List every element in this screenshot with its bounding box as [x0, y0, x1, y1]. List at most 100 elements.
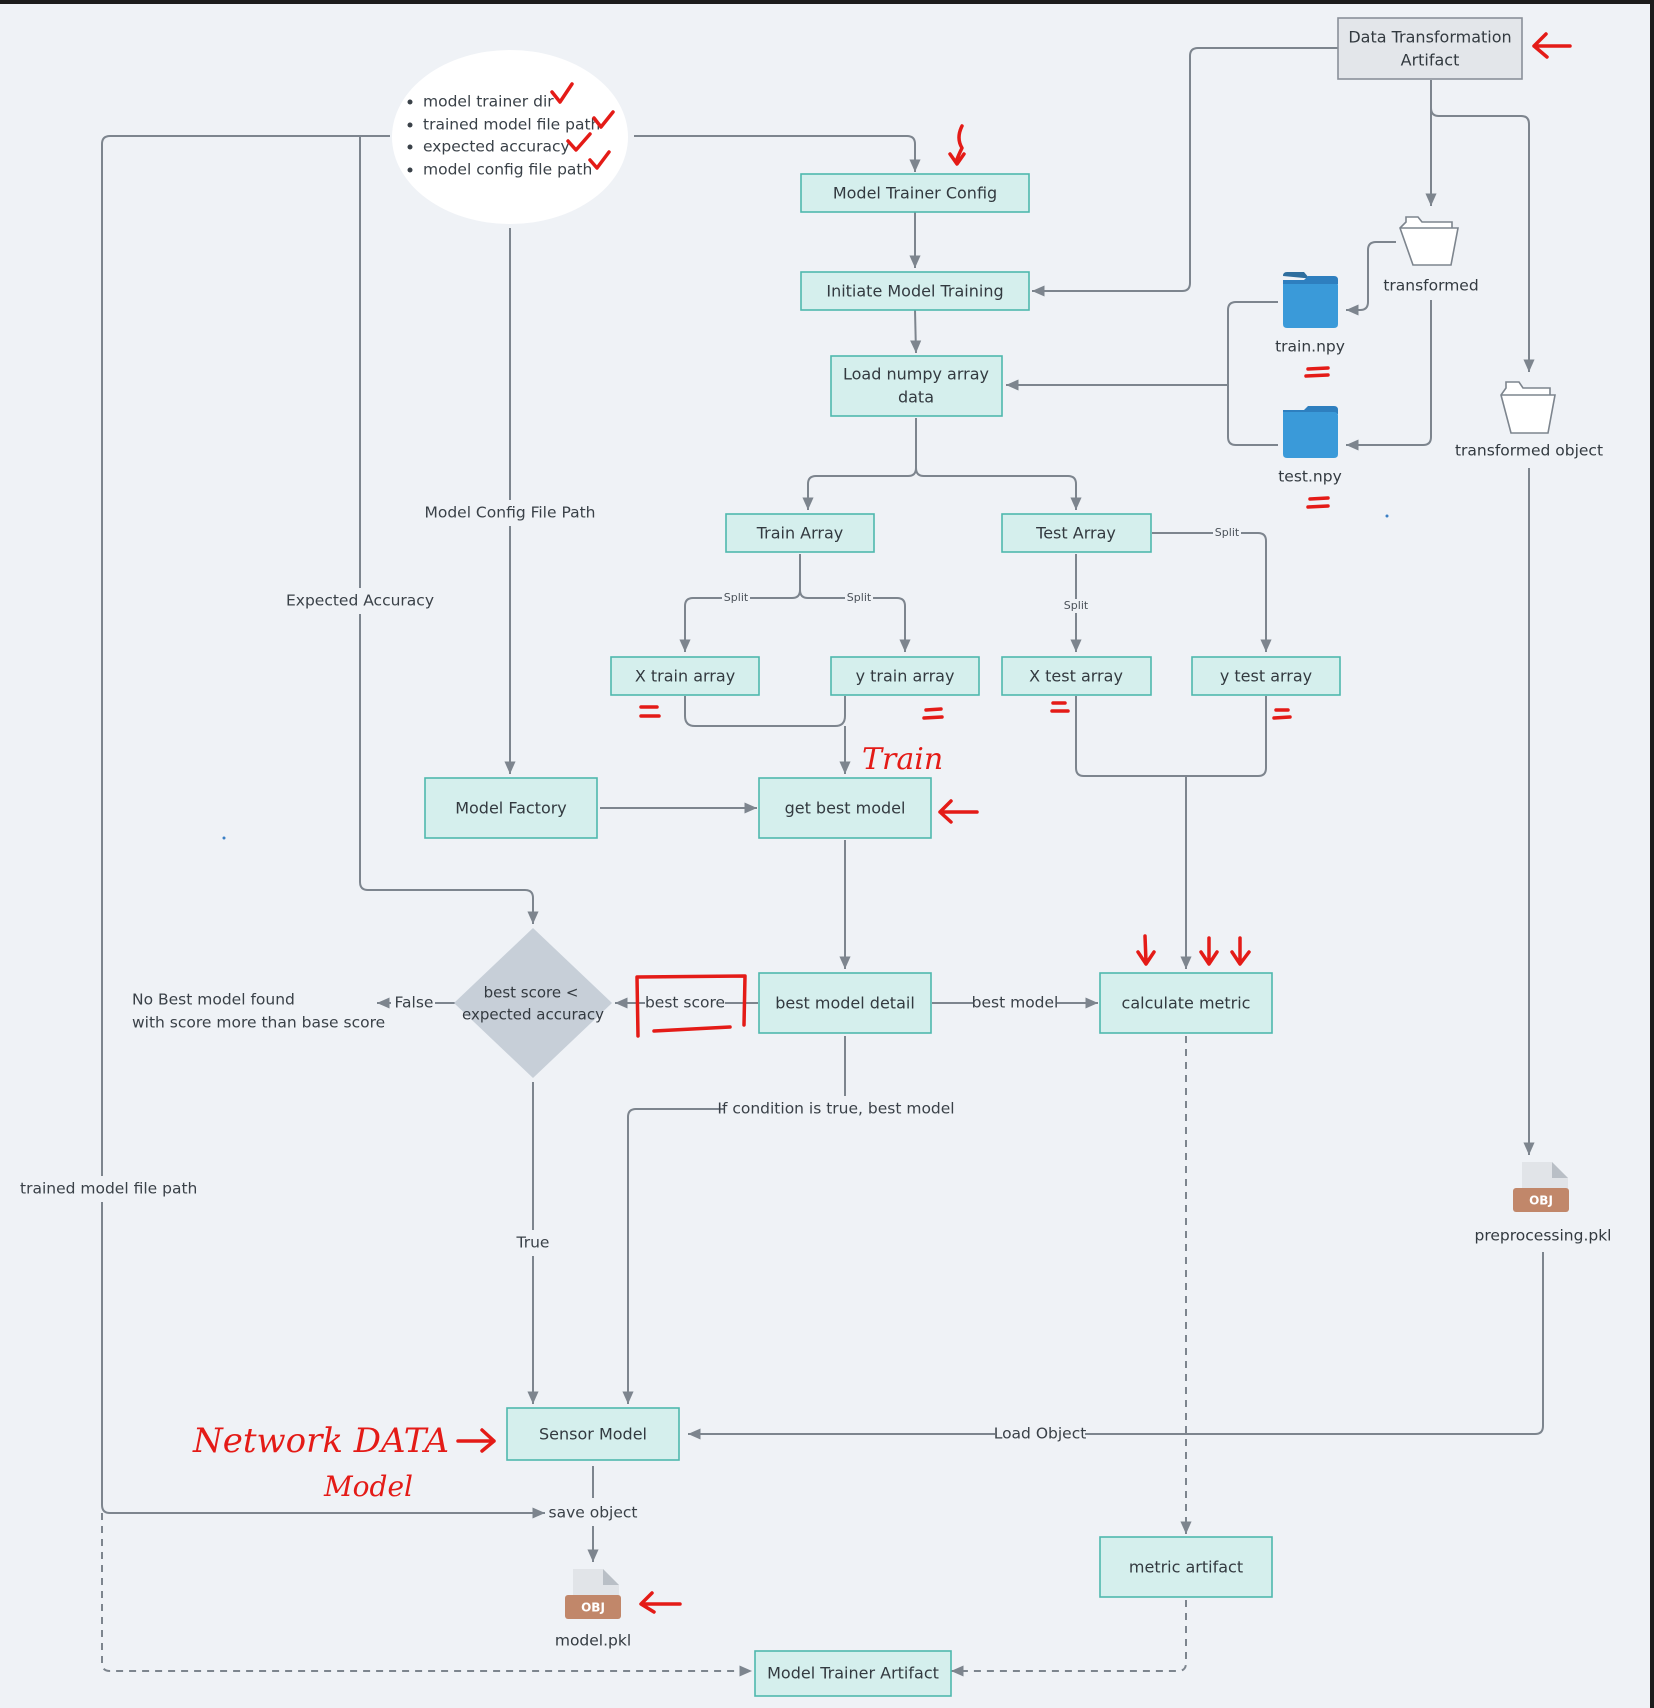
red-arrow-icon [1199, 936, 1219, 966]
label-split-y-train: Split [847, 591, 872, 604]
svg-text:Data Transformation: Data Transformation [1348, 28, 1511, 47]
svg-text:preprocessing.pkl: preprocessing.pkl [1475, 1227, 1612, 1245]
node-initiate-model-training[interactable]: Initiate Model Training [800, 271, 1030, 311]
node-y-test-array[interactable]: y test array [1191, 656, 1341, 696]
red-arrow-icon [1532, 32, 1572, 59]
config-item-model-config-file-path: model config file path [423, 161, 592, 179]
node-x-train-array[interactable]: X train array [610, 656, 760, 696]
red-arrow-icon [1230, 936, 1251, 966]
open-folder-icon [1500, 381, 1556, 434]
svg-text:Model Trainer Artifact: Model Trainer Artifact [767, 1664, 939, 1683]
folder-transformed-object[interactable]: transformed object [1455, 381, 1603, 460]
equals-mark [639, 705, 661, 718]
check-mark-icon [566, 132, 592, 152]
node-x-test-array[interactable]: X test array [1001, 656, 1152, 696]
config-bubble: model trainer dir trained model file pat… [392, 50, 628, 224]
svg-text:expected accuracy: expected accuracy [462, 1006, 604, 1024]
red-arrow-icon [948, 124, 966, 166]
equals-mark [922, 707, 944, 720]
red-highlight-box [635, 974, 747, 1038]
check-mark-icon [592, 110, 615, 129]
svg-text:transformed object: transformed object [1455, 442, 1603, 460]
label-best-model: best model [972, 994, 1059, 1012]
label-no-best-model-2: with score more than base score [132, 1014, 385, 1032]
svg-text:calculate metric: calculate metric [1122, 994, 1251, 1013]
red-arrow-icon [938, 799, 979, 824]
svg-text:get best model: get best model [785, 799, 906, 818]
svg-text:y train array: y train array [856, 667, 955, 686]
svg-text:Model Trainer Config: Model Trainer Config [833, 184, 997, 203]
node-get-best-model[interactable]: get best model [758, 777, 932, 839]
svg-text:Train Array: Train Array [756, 524, 844, 543]
red-arrow-icon [1136, 934, 1156, 966]
node-metric-artifact[interactable]: metric artifact [1099, 1536, 1273, 1598]
node-sensor-model[interactable]: Sensor Model [506, 1407, 680, 1461]
handwritten-model: Model [323, 1470, 413, 1503]
check-mark-icon [550, 82, 574, 104]
node-test-array[interactable]: Test Array [1001, 513, 1152, 553]
svg-text:Model Factory: Model Factory [455, 799, 567, 818]
edge-labels: Model Config File Path Expected Accuracy… [18, 500, 1241, 1526]
svg-text:Initiate Model Training: Initiate Model Training [826, 282, 1003, 301]
file-train-npy[interactable]: train.npy [1275, 272, 1345, 356]
label-no-best-model-1: No Best model found [132, 991, 295, 1009]
open-folder-icon [1399, 216, 1459, 266]
node-y-train-array[interactable]: y train array [830, 656, 980, 696]
label-model-config-file-path: Model Config File Path [424, 504, 595, 522]
node-model-trainer-config[interactable]: Model Trainer Config [800, 173, 1030, 213]
svg-text:Artifact: Artifact [1401, 51, 1460, 70]
label-split-x-test: Split [1064, 599, 1089, 612]
svg-text:best model detail: best model detail [775, 994, 915, 1013]
equals-mark [1050, 701, 1070, 713]
svg-text:OBJ: OBJ [1529, 1194, 1553, 1208]
svg-text:test.npy: test.npy [1278, 468, 1342, 486]
red-annotations: Train Network DATA Model [192, 32, 1572, 1614]
node-model-factory[interactable]: Model Factory [424, 777, 598, 839]
red-arrow-icon [639, 1591, 682, 1614]
svg-text:model.pkl: model.pkl [555, 1632, 631, 1650]
node-decision-best-score[interactable]: best score < expected accuracy [454, 928, 612, 1078]
svg-text:transformed: transformed [1383, 277, 1478, 295]
node-model-trainer-artifact[interactable]: Model Trainer Artifact [754, 1650, 952, 1697]
red-arrow-icon [456, 1428, 496, 1453]
handwritten-network-data: Network DATA [192, 1421, 449, 1461]
label-false: False [395, 994, 434, 1012]
check-mark-icon [588, 150, 611, 170]
node-data-transformation-artifact[interactable]: Data Transformation Artifact [1337, 17, 1523, 80]
svg-text:best score <: best score < [484, 984, 579, 1002]
folder-transformed[interactable]: transformed [1383, 216, 1479, 295]
label-true: True [516, 1234, 550, 1252]
file-preprocessing-pkl[interactable]: OBJ preprocessing.pkl [1475, 1162, 1612, 1245]
config-item-expected-accuracy: expected accuracy [423, 138, 570, 156]
node-calculate-metric[interactable]: calculate metric [1099, 972, 1273, 1034]
label-split-x-train: Split [724, 591, 749, 604]
svg-text:data: data [898, 388, 934, 407]
label-if-condition: If condition is true, best model [717, 1100, 954, 1118]
label-best-score: best score [645, 994, 725, 1012]
file-test-npy[interactable]: test.npy [1278, 406, 1342, 486]
stray-dot [222, 836, 226, 840]
svg-text:metric artifact: metric artifact [1129, 1558, 1243, 1577]
equals-mark [1306, 496, 1330, 509]
stray-dot [1385, 514, 1389, 518]
svg-text:X train array: X train array [635, 667, 735, 686]
file-model-pkl[interactable]: OBJ model.pkl [555, 1569, 631, 1650]
label-save-object: save object [549, 1504, 638, 1522]
svg-text:Test Array: Test Array [1035, 524, 1116, 543]
svg-text:Sensor Model: Sensor Model [539, 1425, 647, 1444]
label-trained-model-file-path: trained model file path [20, 1180, 197, 1198]
svg-text:y test array: y test array [1220, 667, 1312, 686]
node-best-model-detail[interactable]: best model detail [758, 972, 932, 1034]
label-split-y-test: Split [1215, 526, 1240, 539]
svg-text:Load numpy array: Load numpy array [843, 365, 989, 384]
config-item-model-trainer-dir: model trainer dir [423, 93, 554, 111]
handwritten-train: Train [862, 742, 943, 777]
node-train-array[interactable]: Train Array [725, 513, 875, 553]
svg-text:X test array: X test array [1029, 667, 1123, 686]
svg-text:OBJ: OBJ [581, 1601, 605, 1615]
node-load-numpy-array-data[interactable]: Load numpy array data [830, 355, 1003, 417]
label-expected-accuracy: Expected Accuracy [286, 592, 434, 610]
connectors [101, 47, 1544, 1677]
svg-text:train.npy: train.npy [1275, 338, 1345, 356]
